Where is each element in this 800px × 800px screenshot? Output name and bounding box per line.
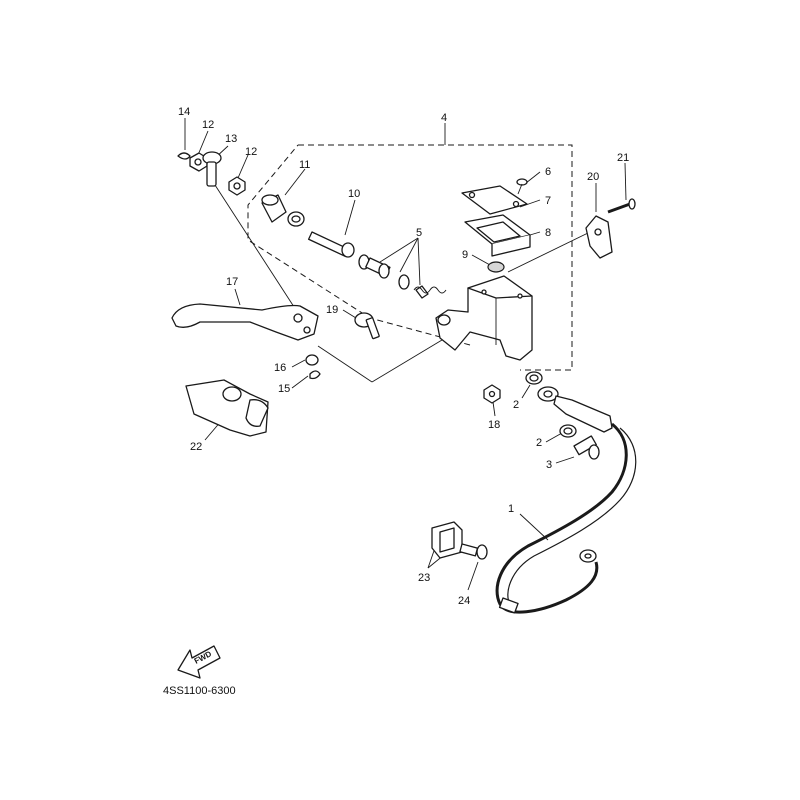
nut-part-12-right [228, 176, 246, 196]
boot-part-11 [261, 194, 287, 223]
callout-10: 10 [348, 188, 360, 200]
callout-9: 9 [462, 249, 468, 261]
callout-3: 3 [546, 459, 552, 471]
callout-24: 24 [458, 595, 470, 607]
leader-lines [184, 118, 627, 591]
callout-15: 15 [278, 383, 290, 395]
callout-6: 6 [545, 166, 551, 178]
kit-boundary-dashed [247, 144, 573, 371]
callout-2-lower: 2 [536, 437, 542, 449]
callout-7: 7 [545, 195, 551, 207]
callout-19: 19 [326, 304, 338, 316]
callout-20: 20 [587, 171, 599, 183]
push-rod-part-10 [307, 231, 355, 258]
washer-part-2-upper [525, 371, 543, 385]
nut-part-18 [483, 384, 501, 404]
callout-21: 21 [617, 152, 629, 164]
callout-13: 13 [225, 133, 237, 145]
callout-2-upper: 2 [513, 399, 519, 411]
callout-18: 18 [488, 419, 500, 431]
washer-part-16 [305, 354, 319, 366]
callout-12-left: 12 [202, 119, 214, 131]
screw-part-6 [516, 178, 528, 195]
callout-11: 11 [299, 159, 310, 171]
master-cylinder-body [435, 275, 533, 361]
clip-part-14 [177, 152, 191, 160]
lever-part-17 [171, 303, 319, 341]
circlip-part-15 [309, 370, 321, 380]
callout-4: 4 [441, 112, 447, 124]
callout-14: 14 [178, 106, 190, 118]
callout-16: 16 [274, 362, 286, 374]
float-part-9 [487, 261, 505, 273]
diagram-code: 4SS1100-6300 [163, 685, 236, 697]
banjo-bolt-part-3 [573, 435, 600, 460]
cover-part-22 [185, 379, 269, 437]
callout-22: 22 [190, 441, 202, 453]
bolt-part-21 [607, 198, 636, 214]
bolt-part-24 [459, 543, 488, 560]
callout-23: 23 [418, 572, 430, 584]
callout-labels: 1 2 2 3 4 5 6 7 8 9 10 11 12 12 13 14 15… [178, 106, 629, 607]
callout-5: 5 [416, 227, 422, 239]
hose-part-1 [495, 386, 637, 614]
bracket-part-23 [431, 521, 463, 559]
callout-12-right: 12 [245, 146, 257, 158]
callout-8: 8 [545, 227, 551, 239]
clamp-part-20 [585, 215, 613, 259]
fwd-arrow-icon: FWD [177, 645, 221, 679]
diaphragm-part-8 [464, 214, 531, 257]
washer-part-2-lower [559, 424, 577, 438]
adjuster-part-19 [354, 312, 380, 340]
piston-kit-part-5 [358, 254, 447, 299]
callout-1: 1 [508, 503, 514, 515]
pivot-bolt-part-13 [202, 151, 222, 187]
callout-17: 17 [226, 276, 238, 288]
cap-part-7 [461, 185, 528, 215]
